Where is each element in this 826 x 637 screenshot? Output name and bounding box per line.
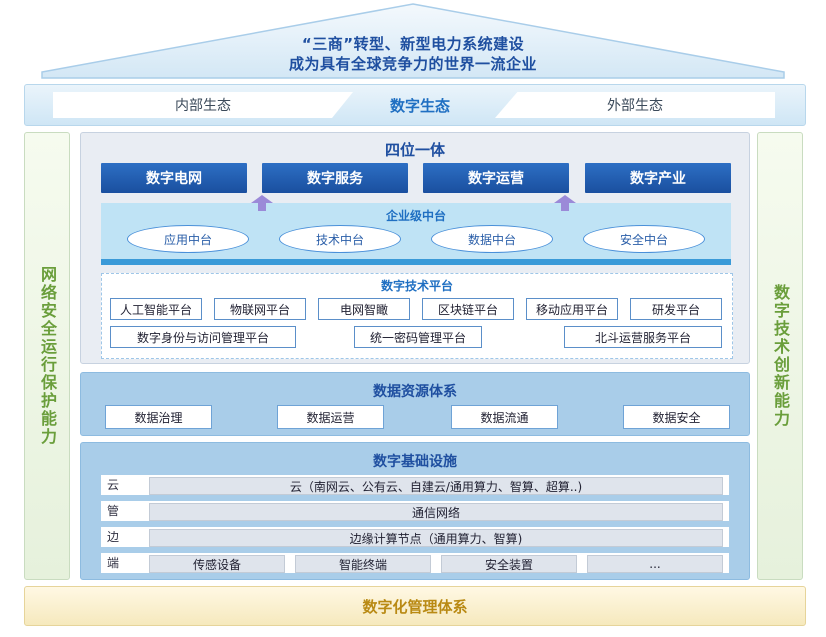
- rnd-platform: 研发平台: [630, 298, 722, 320]
- enterprise-middle-platform: 企业级中台 应用中台 技术中台 数据中台 安全中台: [101, 203, 731, 265]
- digital-infrastructure-section: 数字基础设施 云 云（南网云、公有云、自建云/通用算力、智算、超算..) 管 通…: [80, 442, 750, 580]
- business-digital-industry: 数字产业: [585, 163, 731, 193]
- more-devices: ...: [587, 555, 723, 573]
- innovation-capability-label: 数字技术创新能力: [771, 284, 790, 428]
- tech-middle-platform: 技术中台: [279, 225, 401, 253]
- cloud-row: 云 云（南网云、公有云、自建云/通用算力、智算、超算..): [101, 475, 729, 495]
- four-in-one-title: 四位一体: [384, 141, 445, 159]
- edge-label: 边: [107, 530, 120, 544]
- roof-title-line1: “三商”转型、新型电力系统建设: [301, 35, 525, 53]
- app-middle-platform: 应用中台: [127, 225, 249, 253]
- terminal-label: 端: [107, 556, 120, 570]
- edge-bar: 边缘计算节点（通用算力、智算): [149, 529, 723, 547]
- ecosystem-strip: 内部生态 数字生态 外部生态: [24, 84, 806, 126]
- business-digital-grid: 数字电网: [101, 163, 247, 193]
- security-capability-pillar: 网络安全运行保护能力: [24, 132, 70, 580]
- digital-management-system: 数字化管理体系: [24, 586, 806, 626]
- business-digital-operation: 数字运营: [423, 163, 569, 193]
- data-security: 数据安全: [623, 405, 730, 429]
- infrastructure-title: 数字基础设施: [373, 454, 457, 470]
- edge-row: 边 边缘计算节点（通用算力、智算): [101, 527, 729, 547]
- smart-terminal: 智能终端: [295, 555, 431, 573]
- sensor-device: 传感设备: [149, 555, 285, 573]
- cloud-label: 云: [107, 478, 120, 492]
- crypto-management-platform: 统一密码管理平台: [354, 326, 482, 348]
- data-resource-section: 数据资源体系 数据治理 数据运营 数据流通 数据安全: [80, 372, 750, 436]
- up-arrow-icon: [554, 195, 576, 211]
- security-device: 安全装置: [441, 555, 577, 573]
- ai-platform: 人工智能平台: [110, 298, 202, 320]
- tech-platform-title: 数字技术平台: [380, 279, 453, 293]
- external-ecosystem: 外部生态: [495, 92, 775, 118]
- grid-vision-platform: 电网智瞰: [318, 298, 410, 320]
- middle-platform-title: 企业级中台: [385, 209, 446, 223]
- middle-platform-base: [101, 259, 731, 265]
- data-operation: 数据运营: [277, 405, 384, 429]
- roof: “三商”转型、新型电力系统建设 成为具有全球竞争力的世界一流企业: [0, 0, 826, 80]
- digital-ecosystem: 数字生态: [389, 96, 450, 115]
- terminal-row: 端 传感设备 智能终端 安全装置 ...: [101, 553, 729, 573]
- business-digital-service: 数字服务: [262, 163, 408, 193]
- internal-ecosystem: 内部生态: [53, 92, 353, 118]
- identity-access-platform: 数字身份与访问管理平台: [110, 326, 296, 348]
- up-arrow-icon: [251, 195, 273, 211]
- network-bar: 通信网络: [149, 503, 723, 521]
- roof-shape: [41, 3, 785, 79]
- security-capability-label: 网络安全运行保护能力: [38, 266, 57, 446]
- digital-tech-platform: 数字技术平台 人工智能平台 物联网平台 电网智瞰 区块链平台 移动应用平台 研发…: [101, 273, 733, 359]
- cloud-bar: 云（南网云、公有云、自建云/通用算力、智算、超算..): [149, 477, 723, 495]
- data-resource-title: 数据资源体系: [373, 384, 457, 400]
- security-middle-platform: 安全中台: [583, 225, 705, 253]
- mobile-app-platform: 移动应用平台: [526, 298, 618, 320]
- data-middle-platform: 数据中台: [431, 225, 553, 253]
- blockchain-platform: 区块链平台: [422, 298, 514, 320]
- roof-title-line2: 成为具有全球竞争力的世界一流企业: [288, 55, 537, 73]
- beidou-service-platform: 北斗运营服务平台: [564, 326, 722, 348]
- iot-platform: 物联网平台: [214, 298, 306, 320]
- network-label: 管: [107, 504, 120, 518]
- four-in-one-section: 四位一体 数字电网 数字服务 数字运营 数字产业 企业级中台 应用中台 技术中台…: [80, 132, 750, 364]
- data-governance: 数据治理: [105, 405, 212, 429]
- data-circulation: 数据流通: [451, 405, 558, 429]
- innovation-capability-pillar: 数字技术创新能力: [757, 132, 803, 580]
- network-row: 管 通信网络: [101, 501, 729, 521]
